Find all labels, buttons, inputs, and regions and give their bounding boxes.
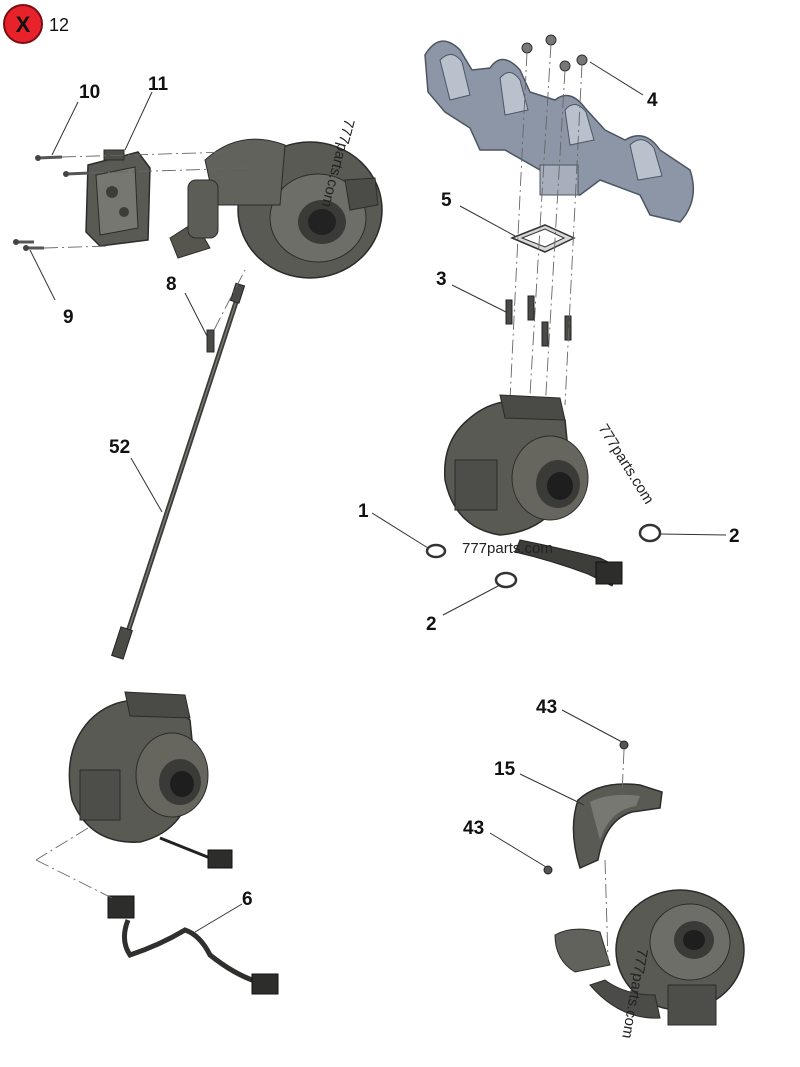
assembly-line [564,63,583,406]
watermark: 777parts.com [462,540,553,557]
watermark: 777parts.com [595,421,658,507]
exhaust-manifold-icon [424,40,695,223]
leader-line [451,284,507,313]
assembly-line [61,151,231,158]
leader-line [130,457,163,513]
assembly-line [43,245,111,249]
callout-43: 43 [463,818,484,839]
callout-52: 52 [109,437,130,458]
leader-line [459,205,516,237]
callout-4: 4 [647,90,658,111]
close-icon: X [16,12,31,37]
callout-2: 2 [426,614,437,635]
leader-line [442,584,501,616]
callout-1: 1 [358,501,369,522]
screws-icon [13,239,44,251]
turbocharger-top-icon [169,138,383,279]
assembly-line [604,859,609,961]
callout-3: 3 [436,269,447,290]
gasket-icon [510,224,576,253]
turbocharger-bottom-left-icon [68,691,233,869]
leader-line [29,249,56,301]
assembly-line [35,859,113,899]
nut-icon [619,740,629,750]
callout-10: 10 [79,82,100,103]
sensor-rod-icon [111,282,246,660]
clamp-icon [494,571,518,589]
leader-line [519,773,585,806]
clamp-icon [425,543,447,559]
turbocharger-bottom-right-icon [554,889,745,1026]
callout-9: 9 [63,307,74,328]
assembly-line [35,827,89,861]
leader-line [51,101,79,156]
remove-badge[interactable]: X [3,4,43,44]
nut-icon [521,34,588,72]
heat-shield-icon [572,783,663,870]
wiring-harness-icon [107,895,279,995]
bolt-icon [35,155,91,177]
leader-line [194,903,243,933]
leader-line [124,91,153,151]
callout-8: 8 [166,274,177,295]
nut-icon [543,865,553,875]
callout-2: 2 [729,526,740,547]
callout-6: 6 [242,889,253,910]
assembly-line [213,269,246,331]
assembly-line [621,749,625,796]
actuator-icon [85,149,151,247]
leader-line [659,533,727,536]
studs-icon [505,295,572,347]
leader-line [184,292,209,339]
assembly-line [509,51,528,401]
leader-line [489,832,547,868]
assembly-line [529,43,552,396]
badge-count: 12 [49,15,69,35]
callout-15: 15 [494,759,516,780]
leader-line [371,512,429,549]
badge-circle [3,4,43,44]
assembly-line [89,167,251,174]
turbocharger-mid-icon [443,394,623,587]
callout-11: 11 [148,74,169,95]
callout-5: 5 [441,190,452,211]
leader-line [561,709,623,743]
assembly-line [544,69,566,411]
callout-43: 43 [536,697,557,718]
clamp-icon [638,523,662,543]
bracket-clip-icon [206,329,215,353]
leader-line [589,61,644,96]
